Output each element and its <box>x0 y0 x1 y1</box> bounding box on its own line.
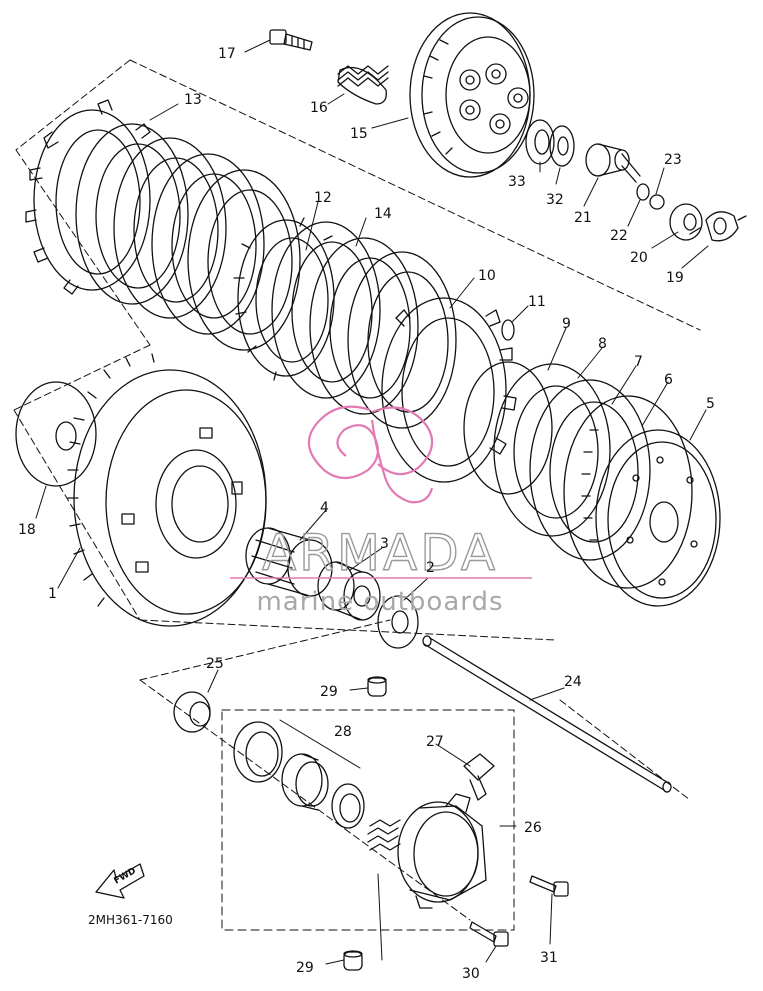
callout-22: 22 <box>610 228 628 244</box>
leader-lines <box>35 39 709 965</box>
callout-14: 14 <box>374 206 392 222</box>
callout-12: 12 <box>314 190 332 206</box>
callout-2: 2 <box>426 560 435 576</box>
primary-driven-gear-1 <box>67 353 267 627</box>
callout-9: 9 <box>562 316 571 332</box>
oil-seal-25 <box>173 691 211 733</box>
callout-20: 20 <box>630 250 648 266</box>
watermark-tagline: marine outboards <box>256 587 503 617</box>
callout-13: 13 <box>184 92 202 108</box>
dowel-pin-29-upper <box>367 676 387 697</box>
callout-26: 26 <box>524 820 542 836</box>
callout-1: 1 <box>48 586 57 602</box>
bolt-30 <box>469 921 509 947</box>
dowel-pin-29-lower <box>343 950 363 971</box>
callout-17: 17 <box>218 46 236 62</box>
wire-ring-9 <box>463 361 553 495</box>
callout-29-upper: 29 <box>320 684 338 700</box>
watermark-logo-icon <box>307 405 434 504</box>
bearing-32 <box>549 125 575 167</box>
spacer-3 <box>317 561 381 621</box>
callout-15: 15 <box>350 126 368 142</box>
callout-6: 6 <box>664 372 673 388</box>
clutch-boss-6 <box>563 395 693 589</box>
callout-5: 5 <box>706 396 715 412</box>
lock-washer-19 <box>689 211 747 242</box>
callout-labels: 17 16 15 13 12 14 10 11 9 8 7 6 5 33 32 … <box>18 46 715 982</box>
callout-3: 3 <box>380 536 389 552</box>
callout-32: 32 <box>546 192 564 208</box>
push-rod-24 <box>422 635 672 793</box>
clutch-boss-hub-5 <box>595 429 721 607</box>
release-cylinder-box <box>221 709 515 931</box>
callout-24: 24 <box>564 674 582 690</box>
clutch-plates-outline <box>13 344 556 641</box>
release-cylinder-26 <box>397 793 487 909</box>
callout-30: 30 <box>462 966 480 982</box>
o-ring-22 <box>636 183 650 201</box>
washer-2 <box>377 595 419 649</box>
return-spring <box>367 819 401 851</box>
callout-7: 7 <box>634 354 643 370</box>
seat-plate-8 <box>493 363 611 537</box>
callout-33: 33 <box>508 174 526 190</box>
callout-8: 8 <box>598 336 607 352</box>
callout-28: 28 <box>334 724 352 740</box>
upper-assembly-outline <box>15 59 701 346</box>
callout-16: 16 <box>310 100 328 116</box>
callout-18: 18 <box>18 522 36 538</box>
pressure-plate-15 <box>409 12 535 178</box>
needle-bearing-4 <box>245 527 333 597</box>
watermark-brand: ARMADA <box>262 524 498 582</box>
callout-25: 25 <box>206 656 224 672</box>
clutch-plate-stack <box>25 99 457 429</box>
fwd-label: FWD <box>113 866 138 886</box>
piston-kit-28 <box>233 721 365 829</box>
callout-4: 4 <box>320 500 329 516</box>
cushion-spring-11 <box>501 319 515 341</box>
callout-31: 31 <box>540 950 558 966</box>
bolt-31 <box>529 875 569 897</box>
callout-27: 27 <box>426 734 444 750</box>
callout-10: 10 <box>478 268 496 284</box>
push-rod-end-21 <box>585 143 641 183</box>
bleed-screw-27 <box>463 753 495 801</box>
callout-21: 21 <box>574 210 592 226</box>
callout-19: 19 <box>666 270 684 286</box>
friction-plate-10 <box>381 297 517 483</box>
bolt-17 <box>269 29 313 51</box>
plate-7 <box>529 379 651 561</box>
washer-20 <box>669 203 703 241</box>
watermark: ARMADA marine outboards <box>230 405 532 617</box>
part-code: 2MH361-7160 <box>88 913 173 927</box>
thrust-washer-18 <box>15 381 97 487</box>
ball-23 <box>649 194 665 210</box>
fwd-arrow-icon <box>95 863 145 899</box>
callout-11: 11 <box>528 294 546 310</box>
callout-23: 23 <box>664 152 682 168</box>
callout-29-lower: 29 <box>296 960 314 976</box>
spring-16 <box>337 65 389 105</box>
